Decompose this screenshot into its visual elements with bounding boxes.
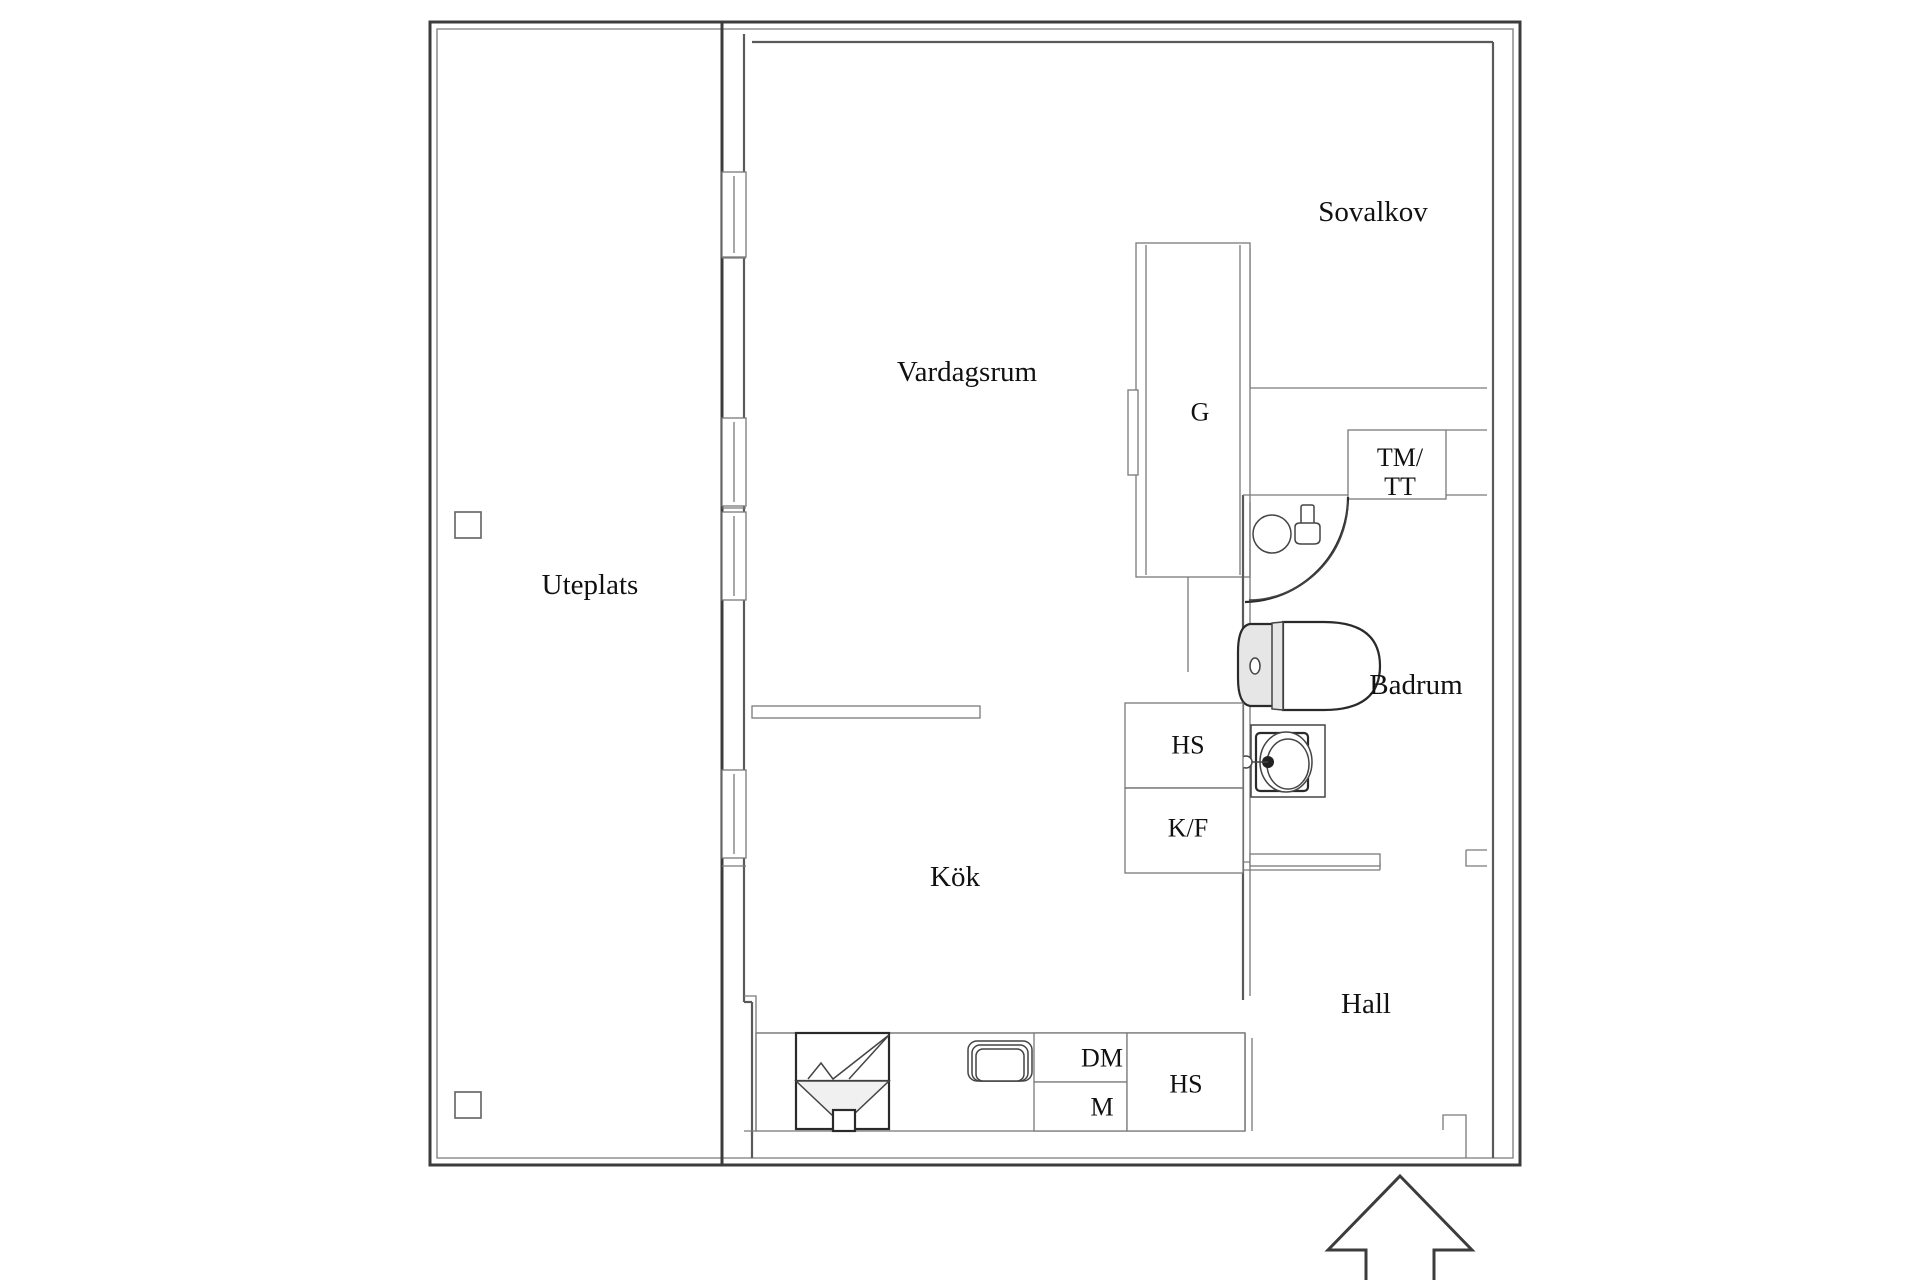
fixture-label-mikro: M (1090, 1092, 1114, 1122)
wardrobe-g (1127, 242, 1251, 578)
patio-glass-panels (721, 171, 747, 867)
fixture-label-garderob: G (1190, 397, 1210, 427)
kitchen-sink-and-hob (794, 1031, 891, 1133)
tall-cabinets-column (1124, 702, 1244, 874)
washer-dryer-box (1347, 429, 1487, 500)
entrance-arrow-icon (1324, 1173, 1476, 1280)
room-label-kok: Kök (930, 860, 980, 893)
kitchen-counter-run (755, 1031, 1253, 1133)
cooktop-icon (967, 1040, 1033, 1082)
fixture-label-kyl-frys: K/F (1167, 813, 1209, 843)
hall-upper-divider (1249, 853, 1381, 867)
kitchen-left-return (744, 995, 757, 1132)
room-label-uteplats: Uteplats (541, 568, 639, 601)
fixture-label-hogskap-badrum: HS (1171, 730, 1205, 760)
room-label-badrum: Badrum (1369, 668, 1463, 701)
fixture-label-diskmaskin: DM (1081, 1043, 1123, 1073)
hall-wall-niches (1442, 849, 1487, 1158)
sovalkov-walls (1249, 248, 1487, 389)
outer-walls (428, 20, 1522, 1167)
toilet-fixture (1236, 620, 1382, 712)
room-label-vardagsrum: Vardagsrum (896, 355, 1038, 388)
partition-stub-kitchen (751, 705, 981, 719)
fixture-label-hogskap-kok: HS (1169, 1069, 1203, 1099)
kf-cabinet-box (1124, 787, 1244, 874)
patio-marker-upper (454, 511, 482, 539)
washbasin-fixture (1239, 724, 1326, 798)
dm-m-cabinets (1033, 1032, 1128, 1132)
room-label-hall: Hall (1341, 987, 1391, 1020)
shower-zone (1244, 496, 1350, 604)
patio-marker-lower (454, 1091, 482, 1119)
hs-kitchen-cabinet (1126, 1032, 1246, 1132)
floor-drain-icon (1252, 514, 1292, 554)
fixture-label-washer-dryer: TM/TT (1376, 442, 1424, 501)
room-label-sovalkov: Sovalkov (1318, 195, 1428, 228)
